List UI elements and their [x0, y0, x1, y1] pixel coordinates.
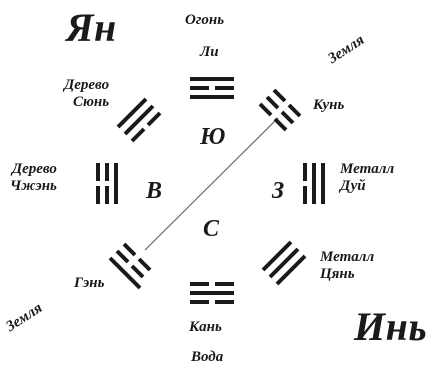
direction-north: С	[203, 216, 220, 242]
dui-element-label: Металл	[340, 161, 395, 177]
trigram-qian	[261, 240, 307, 286]
dui-label-group: Металл Дуй	[340, 161, 394, 196]
trigram-dui	[303, 163, 325, 204]
direction-south: Ю	[200, 124, 226, 150]
dui-name-label: Дуй	[340, 178, 366, 195]
li-name-label: Ли	[200, 44, 219, 60]
earth-axis-line	[144, 117, 279, 251]
zhen-name-label: Чжэнь	[10, 178, 57, 195]
trigram-kan	[190, 282, 234, 304]
xun-label-group: Дерево Сюнь	[64, 77, 109, 112]
trigram-kun	[258, 88, 302, 132]
kan-element-label: Вода	[191, 349, 224, 365]
trigram-zhen	[96, 163, 118, 204]
direction-east: В	[146, 178, 163, 204]
qian-label-group: Металл Цянь	[320, 249, 374, 284]
yin-title: Инь	[354, 304, 428, 349]
zhen-element-label: Дерево	[11, 161, 57, 177]
trigram-xun	[116, 97, 162, 143]
kun-name-label: Кунь	[313, 97, 345, 113]
trigram-li	[190, 77, 234, 99]
li-element-label: Огонь	[185, 12, 225, 28]
qian-element-label: Металл	[320, 249, 375, 265]
trigram-gen	[108, 242, 152, 290]
kan-name-label: Кань	[189, 319, 222, 335]
xun-element-label: Дерево	[64, 77, 110, 93]
gen-name-label: Гэнь	[74, 275, 105, 291]
yang-title: Ян	[66, 5, 117, 50]
qian-name-label: Цянь	[320, 266, 355, 283]
zhen-label-group: Дерево Чжэнь	[10, 161, 57, 196]
direction-west: З	[272, 178, 285, 204]
xun-name-label: Сюнь	[72, 94, 110, 111]
